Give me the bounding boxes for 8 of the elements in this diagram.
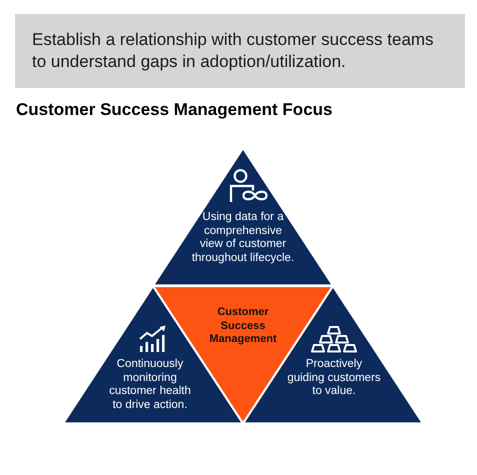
diagram-title: Customer Success Management Focus [16, 100, 332, 120]
panel-text: Continuously monitoring customer health to drive action. [108, 358, 192, 412]
panel-text: Using data for a comprehensive view of customer throughout lifecycle. [191, 211, 295, 265]
panel-text: Customer Success Management [208, 306, 278, 347]
callout-box [15, 14, 465, 88]
callout-text: Establish a relationship with customer success teams to understand gaps in adoption/utilization. [32, 29, 435, 73]
triangle-panel [153, 148, 333, 286]
panel-text: Proactively guiding customers to value. [286, 358, 382, 398]
